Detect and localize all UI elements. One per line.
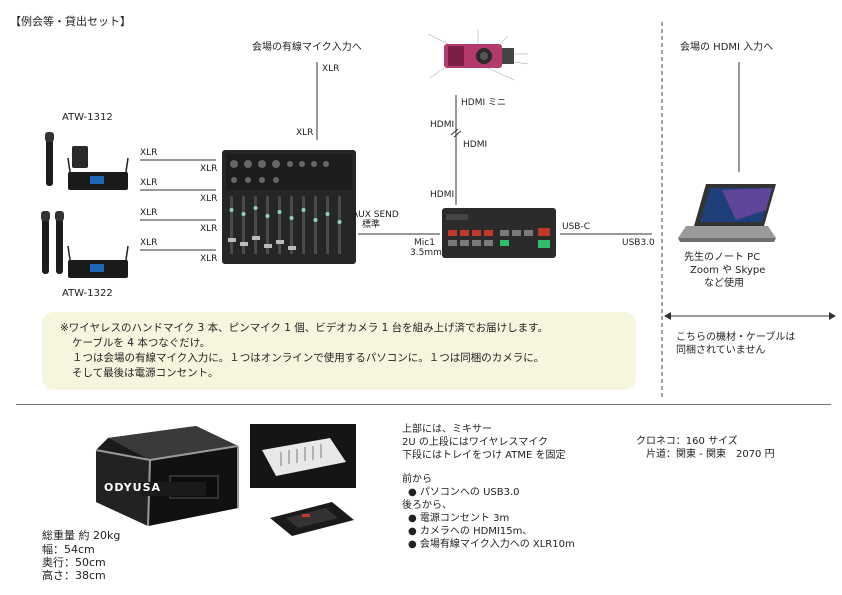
case-weight: 総重量 約 20kg — [42, 529, 121, 542]
flight-case-image — [88, 424, 244, 528]
hdmi-mini-label: HDMI ミニ — [461, 98, 506, 108]
venue-hdmi-input-label: 会場の HDMI 入力へ — [680, 42, 774, 53]
wireless-set-atw1312 — [40, 128, 132, 198]
detail-front-title: 前から — [402, 474, 432, 485]
standard-label: 標準 — [362, 220, 381, 230]
usb-c-label: USB-C — [562, 222, 591, 232]
xlr-label: XLR — [296, 128, 314, 138]
case-depth: 奥行：50cm — [42, 556, 106, 569]
mixer-top-photo — [250, 424, 356, 488]
mixer-image — [222, 150, 356, 264]
not-included-line2: 同梱されていません — [676, 345, 766, 356]
detail-top3: 下段にはトレイをつけ ATME を固定 — [402, 450, 566, 461]
note-line4: そして最後は電源コンセント。 — [72, 367, 219, 379]
xlr-label: XLR — [140, 208, 158, 218]
detail-top1: 上部には、ミキサー — [402, 424, 492, 435]
xlr-label: XLR — [200, 254, 218, 264]
note-line3: １つは会場の有線マイク入力に。１つはオンラインで使用するパソコンに。１つは同梱の… — [72, 352, 545, 364]
xlr-label: XLR — [140, 148, 158, 158]
usb30-label: USB3.0 — [622, 238, 655, 248]
detail-top2: 2U の上段にはワイヤレスマイク — [402, 437, 549, 448]
xlr-label: XLR — [322, 64, 340, 74]
venue-mic-input-label: 会場の有線マイク入力へ — [252, 42, 362, 53]
xlr-label: XLR — [140, 238, 158, 248]
laptop-label-line2: Zoom や Skype — [690, 265, 766, 276]
case-width: 幅：54cm — [42, 543, 95, 556]
case-brand: ODYUSA — [104, 481, 162, 494]
laptop-label-line1: 先生のノート PC — [684, 252, 761, 263]
laptop-image — [676, 180, 780, 244]
detail-back1: ● 電源コンセント 3m — [408, 513, 510, 524]
detail-back3: ● 会場有線マイク入力への XLR10m — [408, 539, 575, 550]
section-divider — [16, 404, 831, 405]
mm35-label: 3.5mm — [410, 248, 442, 258]
atem-switcher-image — [440, 206, 558, 260]
mic1-label: Mic1 — [414, 238, 435, 248]
wireless-set-atw1322 — [36, 208, 132, 284]
xlr-label: XLR — [140, 178, 158, 188]
xlr-label: XLR — [200, 164, 218, 174]
xlr-label: XLR — [200, 224, 218, 234]
shipping-line2: 片道：関東 - 関東 2070 円 — [646, 449, 775, 460]
case-height: 高さ：38cm — [42, 569, 106, 582]
laptop-label-line3: など使用 — [704, 278, 744, 289]
detail-back2: ● カメラへの HDMI15m、 — [408, 526, 533, 537]
not-included-line1: こちらの機材・ケーブルは — [676, 332, 796, 343]
camera-image — [418, 24, 536, 94]
xlr-label: XLR — [200, 194, 218, 204]
atw1312-label: ATW-1312 — [62, 112, 113, 123]
hdmi-label: HDMI — [430, 190, 455, 200]
page-title: 【例会等・貸出セット】 — [10, 15, 131, 28]
hdmi-label: HDMI — [463, 140, 488, 150]
note-line1: ※ワイヤレスのハンドマイク 3 本、ピンマイク 1 個、ビデオカメラ 1 台を組… — [60, 322, 549, 334]
detail-front1: ● パソコンへの USB3.0 — [408, 487, 520, 498]
setup-note-box: ※ワイヤレスのハンドマイク 3 本、ピンマイク 1 個、ビデオカメラ 1 台を組… — [42, 312, 636, 390]
hdmi-label: HDMI — [430, 120, 455, 130]
aux-send-label: AUX SEND — [352, 210, 399, 220]
atw1322-label: ATW-1322 — [62, 288, 113, 299]
shipping-line1: クロネコ：160 サイズ — [636, 436, 738, 447]
note-line2: ケーブルを 4 本つなぐだけ。 — [72, 337, 211, 349]
atem-tray-photo — [266, 496, 358, 540]
detail-back-title: 後ろから、 — [402, 500, 452, 511]
